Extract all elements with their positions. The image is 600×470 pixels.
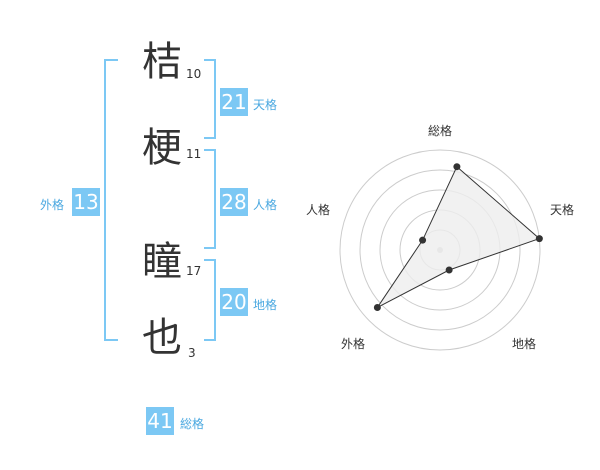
radar-axis-label-jinkaku: 人格 [306,203,331,217]
tenkaku-label: 天格 [253,98,278,112]
stroke-count-4: 3 [188,346,196,360]
chikaku-value-badge: 20 [220,288,248,316]
gaikaku-label: 外格 [40,198,65,212]
stroke-count-3: 17 [186,264,202,278]
radar-point-0 [453,163,461,171]
chikaku-label: 地格 [253,298,278,312]
radar-point-2 [445,266,453,274]
radar-axis-label-tenkaku: 天格 [550,203,575,217]
gaikaku-value-badge: 13 [72,188,100,216]
radar-point-3 [373,303,381,311]
soukaku-label: 総格 [180,417,205,431]
radar-point-4 [419,236,427,244]
name-char-4: 也 [142,315,182,361]
stroke-count-1: 10 [186,67,202,81]
name-char-2: 梗 [142,125,182,171]
soukaku-value-badge: 41 [146,407,174,435]
name-char-1: 桔 [142,39,182,85]
radar-point-1 [535,235,543,243]
radar-polygon [376,165,541,308]
radar-axis-label-soukaku: 総格 [428,124,453,138]
radar-ring [339,149,541,351]
radar-ring [359,169,521,331]
radar-axis-label-gaikaku: 外格 [341,337,366,351]
radar-axis-label-chikaku: 地格 [512,337,537,351]
jinkaku-value-badge: 28 [220,188,248,216]
jinkaku-label: 人格 [253,198,278,212]
name-char-3: 瞳 [142,239,182,285]
stroke-count-2: 11 [186,147,202,161]
tenkaku-value-badge: 21 [220,88,248,116]
